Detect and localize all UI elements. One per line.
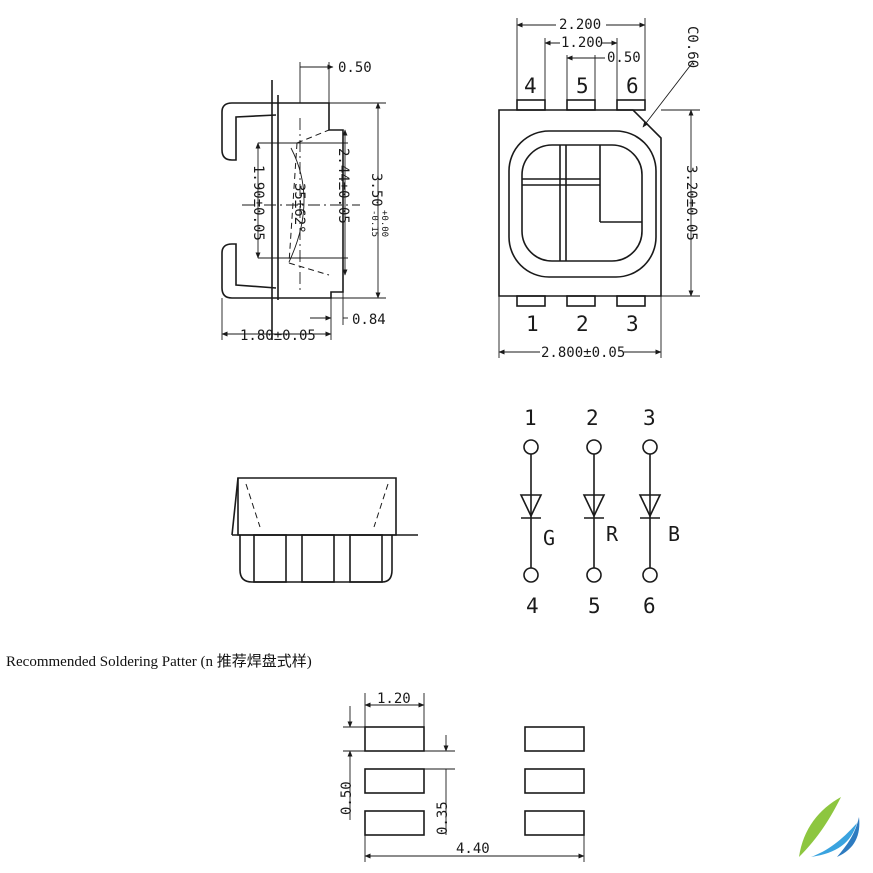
front-view-lead bbox=[253, 534, 287, 583]
side-view-cavity-edge bbox=[288, 142, 298, 264]
logo-leaf-light-blue bbox=[811, 823, 857, 857]
soldering-pattern: 1.20 0.50 0.35 4.40 bbox=[339, 691, 585, 862]
top-view-cavity-outer bbox=[508, 130, 657, 278]
brand-logo-icon bbox=[799, 797, 860, 857]
side-dim-084: 0.84 bbox=[352, 312, 386, 328]
solder-dim-440: 4.40 bbox=[456, 841, 490, 857]
side-view-cavity-edge bbox=[288, 262, 330, 276]
schematic-pin-1: 1 bbox=[524, 406, 537, 430]
schematic-diode-b bbox=[638, 494, 662, 518]
top-view-pad bbox=[616, 295, 646, 307]
top-view-pin-3: 3 bbox=[626, 312, 639, 336]
top-dim-1200: 1.200 bbox=[561, 35, 603, 51]
side-view-top-lead bbox=[221, 102, 277, 161]
schematic-terminal bbox=[642, 567, 658, 583]
solder-dim-050: 0.50 bbox=[339, 781, 355, 815]
top-view-body bbox=[498, 109, 662, 297]
top-view-pin-6: 6 bbox=[626, 74, 639, 98]
solder-dim-035: 0.35 bbox=[435, 801, 451, 835]
front-view-cavity-edge bbox=[245, 483, 261, 528]
side-dim-350-upper-tol: +0.00 bbox=[379, 210, 389, 237]
side-view-bottom-lead bbox=[221, 243, 277, 299]
schematic-pin-5: 5 bbox=[588, 594, 601, 618]
top-view-pin-5: 5 bbox=[576, 74, 589, 98]
solder-pad bbox=[364, 768, 425, 794]
front-view-cavity-edge bbox=[373, 483, 389, 528]
side-dim-244: 2.44±0.05 bbox=[335, 148, 351, 224]
top-dim-2200-bg bbox=[556, 15, 606, 31]
logo-leaf-green bbox=[799, 797, 841, 857]
top-dim-050: 0.50 bbox=[607, 50, 641, 66]
schematic-terminal bbox=[586, 439, 602, 455]
front-view-base bbox=[239, 535, 393, 583]
front-view-lens bbox=[237, 477, 397, 536]
top-dim-2200: 2.200 bbox=[559, 17, 601, 33]
schematic: 1 2 3 G R B 4 5 6 bbox=[519, 406, 680, 618]
side-dim-angle: 35±62° bbox=[291, 183, 307, 234]
schematic-label-g: G bbox=[543, 526, 555, 550]
schematic-terminal bbox=[586, 567, 602, 583]
schematic-terminal bbox=[523, 567, 539, 583]
top-dim-2800: 2.800±0.05 bbox=[541, 345, 625, 361]
schematic-diode-r bbox=[582, 494, 606, 518]
solder-dim-120: 1.20 bbox=[377, 691, 411, 707]
solder-pad bbox=[364, 810, 425, 836]
top-dim-chamfer: C0.60 bbox=[684, 26, 700, 68]
top-view: 4 5 6 1 2 3 2.200 1.200 0.50 C0.60 3.20±… bbox=[498, 15, 700, 361]
top-view-pad bbox=[516, 99, 546, 111]
side-dim-190: 1.90±0.05 bbox=[250, 165, 266, 241]
schematic-pin-4: 4 bbox=[526, 594, 539, 618]
side-view-cavity-edge bbox=[296, 129, 330, 144]
schematic-pin-6: 6 bbox=[643, 594, 656, 618]
top-view-pad bbox=[516, 295, 546, 307]
top-view-cavity-inner bbox=[521, 144, 643, 262]
top-dim-2800-bg bbox=[540, 344, 624, 359]
front-view bbox=[231, 477, 418, 583]
solder-pad bbox=[524, 726, 585, 752]
top-view-pad bbox=[566, 295, 596, 307]
top-view-pin-1: 1 bbox=[526, 312, 539, 336]
top-dim-1200-bg bbox=[560, 34, 602, 49]
schematic-terminal bbox=[642, 439, 658, 455]
schematic-label-b: B bbox=[668, 522, 680, 546]
side-dim-350-lower-tol: -0.15 bbox=[369, 210, 379, 237]
soldering-pattern-title: Recommended Soldering Patter (n 推荐焊盘式样) bbox=[6, 654, 312, 670]
top-view-pad bbox=[616, 99, 646, 111]
top-dim-chamfer-leader bbox=[642, 61, 694, 128]
side-dim-180: 1.80±0.05 bbox=[240, 328, 316, 344]
top-view-pin-2: 2 bbox=[576, 312, 589, 336]
side-dim-angle-arc bbox=[288, 147, 305, 263]
top-dim-320: 3.20±0.05 bbox=[683, 165, 699, 241]
top-view-pin-4: 4 bbox=[524, 74, 537, 98]
solder-pad bbox=[364, 726, 425, 752]
schematic-terminal bbox=[523, 439, 539, 455]
schematic-diode-g bbox=[519, 494, 543, 518]
front-view-edge bbox=[231, 477, 239, 536]
logo-leaf-blue bbox=[837, 817, 860, 857]
side-dim-350: 3.50 bbox=[368, 173, 384, 207]
schematic-label-r: R bbox=[606, 522, 619, 546]
front-view-lead bbox=[301, 534, 335, 583]
front-view-lead bbox=[349, 534, 383, 583]
side-view: 0.50 1.90±0.05 35±62° 2.44±0.05 3.50 +0.… bbox=[221, 60, 389, 344]
top-view-pad bbox=[566, 99, 596, 111]
solder-pad bbox=[524, 768, 585, 794]
schematic-pin-3: 3 bbox=[643, 406, 656, 430]
schematic-pin-2: 2 bbox=[586, 406, 599, 430]
side-dim-050: 0.50 bbox=[338, 60, 372, 76]
solder-pad bbox=[524, 810, 585, 836]
